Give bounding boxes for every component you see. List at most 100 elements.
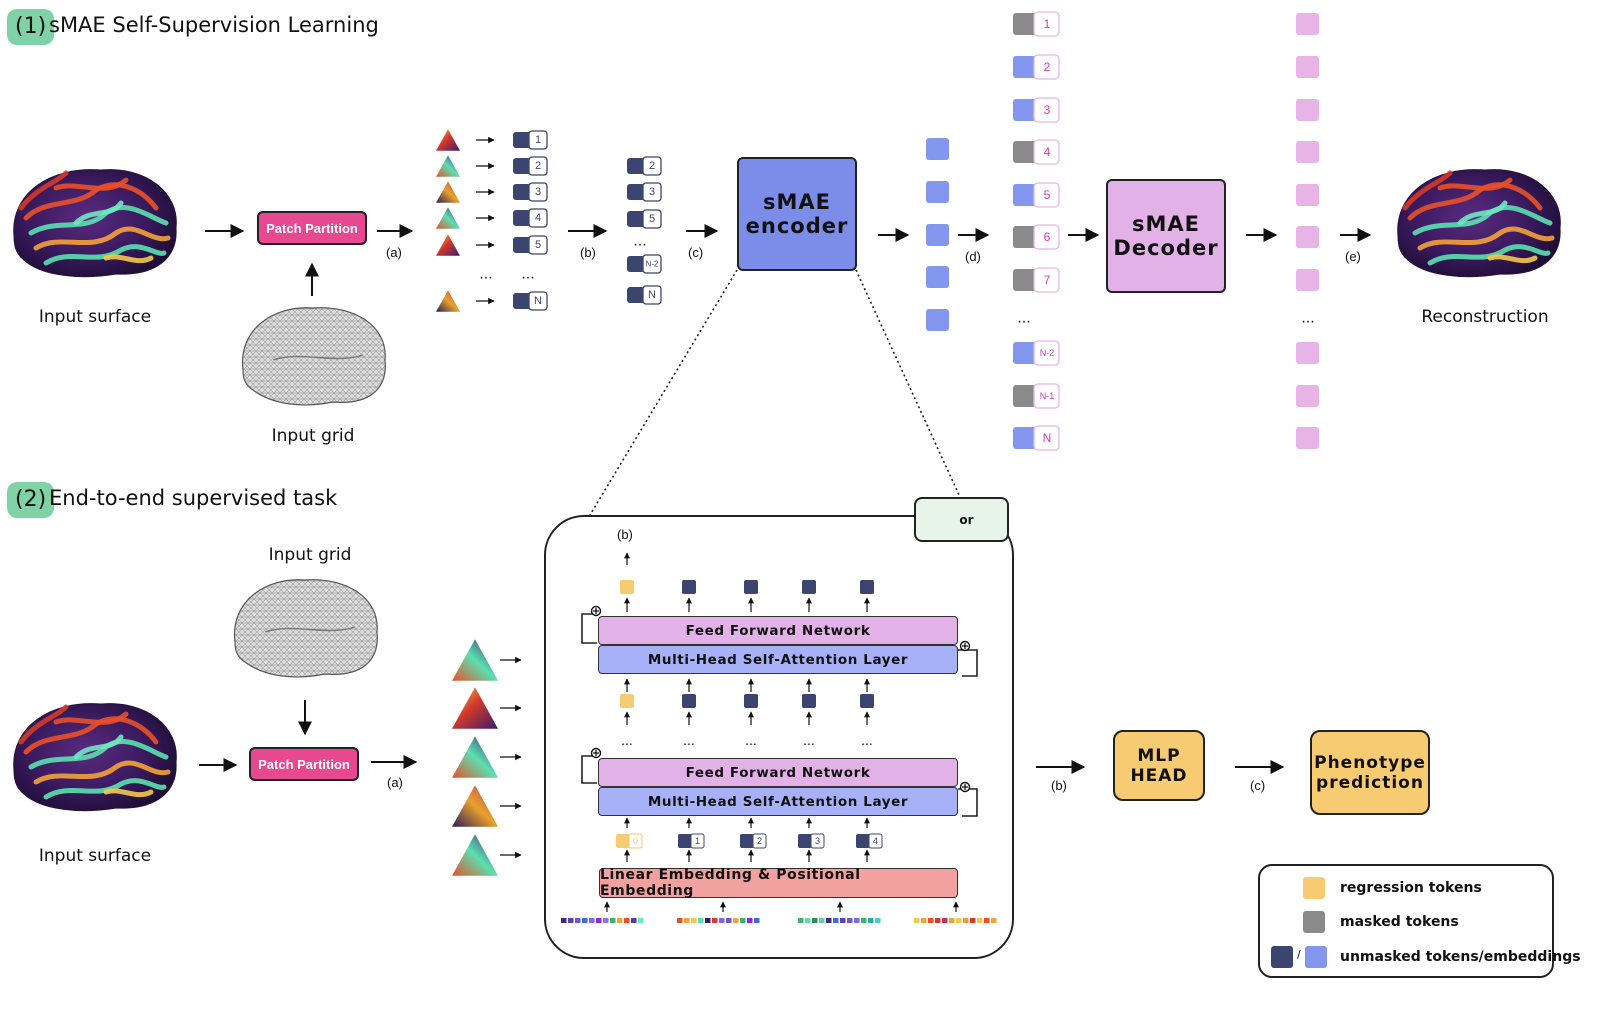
encoded-token <box>926 224 949 246</box>
patch-triangles: ... <box>436 129 493 312</box>
reconstructed-token-column: ... <box>1296 13 1319 449</box>
input-vertex-strip <box>705 918 711 923</box>
hidden-token <box>682 694 696 708</box>
token-number: 3 <box>1044 103 1051 117</box>
token-number: 2 <box>535 160 541 172</box>
token-number-box <box>528 182 548 202</box>
legend: regression tokens masked tokens / unmask… <box>1258 864 1581 978</box>
multi-head-attention-top: Multi-Head Self-Attention Layer <box>598 645 958 674</box>
input-token <box>740 834 754 848</box>
hidden-token <box>802 694 816 708</box>
input-vertex-strip <box>589 918 595 923</box>
arrow-icon <box>199 700 1285 774</box>
mlp-head-box: MLP HEAD <box>1113 730 1205 801</box>
token-number: 4 <box>873 836 878 846</box>
reconstructed-token <box>1296 13 1319 35</box>
ellipsis: ... <box>803 732 815 748</box>
token-number-box <box>528 235 548 255</box>
token-square <box>513 158 531 174</box>
token-number: 4 <box>535 212 541 224</box>
ellipsis: ... <box>479 266 492 283</box>
decoder-input-token <box>1013 56 1036 78</box>
decoder-input-token <box>1013 342 1036 364</box>
section-2-badge: (2) <box>7 482 55 518</box>
input-vertex-strip <box>596 918 602 923</box>
token-number: 1 <box>535 134 541 146</box>
step-label-c: (c) <box>688 245 704 260</box>
decoder-input-token <box>1013 184 1036 206</box>
input-vertex-strip <box>726 918 732 923</box>
decoder-input-token <box>1013 99 1036 121</box>
legend-unmasked-label: unmasked tokens/embeddings <box>1340 949 1581 965</box>
input-vertex-strip <box>826 918 832 923</box>
smae-encoder-box: sMAE encoder <box>737 157 857 271</box>
hidden-token <box>744 694 758 708</box>
arrow-icon <box>205 224 1372 296</box>
transformer-encoder-frame <box>544 515 1014 959</box>
token-number: 1 <box>1044 17 1051 31</box>
token-number: N-2 <box>1040 348 1055 358</box>
input-grid-caption-2: Input grid <box>268 545 352 565</box>
token-number-box <box>642 209 662 229</box>
input-token <box>798 834 812 848</box>
token-number-box <box>690 833 705 849</box>
freeze-or-label: or <box>959 512 974 527</box>
input-grid-caption: Input grid <box>271 426 355 446</box>
input-vertex-strip <box>956 918 962 923</box>
input-vertex-strip <box>638 918 644 923</box>
step-label-b: (b) <box>580 245 596 260</box>
token-number: N <box>534 295 542 307</box>
decoder-input-token <box>1013 226 1036 248</box>
input-vertex-strip <box>970 918 976 923</box>
arrow-icon <box>500 656 522 859</box>
encoded-token <box>926 266 949 288</box>
ellipsis: ... <box>1017 310 1030 327</box>
input-vertex-strip <box>719 918 725 923</box>
token-square <box>513 210 531 226</box>
ellipsis: ... <box>1301 310 1314 327</box>
patch-partition-box: Patch Partition <box>257 211 367 245</box>
decoder-label-2: Decoder <box>1113 236 1219 260</box>
phenotype-label-2: prediction <box>1316 772 1424 793</box>
input-surface-caption-2: Input surface <box>38 846 152 866</box>
patch-partition-box-2: Patch Partition <box>249 747 359 781</box>
token-number: 2 <box>1044 60 1051 74</box>
encoded-token <box>926 181 949 203</box>
patch-triangle <box>452 834 498 876</box>
patch-triangle <box>436 129 460 151</box>
brain-mesh-icon <box>233 579 378 678</box>
encoder-label-2: encoder <box>745 214 849 238</box>
token-number: N <box>648 289 656 301</box>
input-vertex-strip <box>624 918 630 923</box>
token-number-box <box>810 833 825 849</box>
brain-surface-icon <box>13 703 177 812</box>
arrow-icon <box>476 136 495 305</box>
token-number: 2 <box>757 836 762 846</box>
brain-surface-icon <box>1397 169 1561 278</box>
token-square <box>513 184 531 200</box>
step-label-d: (d) <box>965 249 981 264</box>
token-square <box>513 293 531 309</box>
legend-swatch-regression <box>1303 877 1325 899</box>
token-number-box <box>752 833 767 849</box>
step-label-b-2: (b) <box>1051 778 1067 793</box>
input-vertex-strip <box>754 918 760 923</box>
token-number: 5 <box>535 239 541 251</box>
output-token <box>620 580 634 594</box>
token-number-box <box>528 291 548 311</box>
reconstructed-token <box>1296 269 1319 291</box>
token-square <box>627 158 645 174</box>
input-vertex-strip <box>963 918 969 923</box>
step-label-c-2: (c) <box>1250 778 1266 793</box>
token-number-box <box>1033 182 1060 208</box>
input-vertex-strip <box>935 918 941 923</box>
input-vertex-strip <box>617 918 623 923</box>
token-number: N-1 <box>1040 391 1055 401</box>
section-1-title: sMAE Self-Supervision Learning <box>49 13 379 37</box>
legend-swatch-unmasked-light <box>1305 946 1327 968</box>
brain-surface-icon <box>13 169 177 278</box>
input-vertex-strip <box>582 918 588 923</box>
input-vertex-strip <box>691 918 697 923</box>
token-square <box>627 256 645 272</box>
phenotype-prediction-box: Phenotype prediction <box>1310 730 1430 815</box>
